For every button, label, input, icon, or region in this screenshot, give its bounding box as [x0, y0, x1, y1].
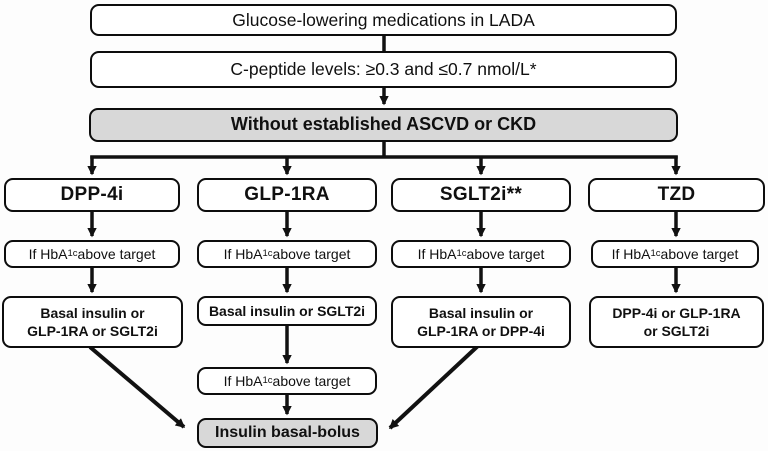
hba1c-text: above target: [660, 245, 739, 262]
hba1c-text: If HbA: [223, 245, 263, 262]
glp1ra-header-box: GLP-1RA: [197, 178, 377, 212]
title-box: Glucose-lowering medications in LADA: [90, 4, 677, 36]
tzd-header-box: TZD: [588, 178, 765, 212]
sglt2i-header-box: SGLT2i**: [391, 178, 571, 212]
hba1c-text: If HbA: [611, 245, 651, 262]
hba1c-text: above target: [272, 372, 351, 389]
hba1c-text: above target: [272, 245, 351, 262]
hba1c-text: If HbA: [28, 245, 68, 262]
insulin-basal-bolus-box: Insulin basal-bolus: [197, 418, 378, 448]
hba1c-text: If HbA: [417, 245, 457, 262]
hba1c-text: above target: [466, 245, 545, 262]
escalation-box-tzd: DPP-4i or GLP-1RA or SGLT2i: [589, 296, 764, 348]
cpeptide-box: C-peptide levels: ≥0.3 and ≤0.7 nmol/L*: [90, 51, 677, 88]
hba1c-text: above target: [77, 245, 156, 262]
escalation-box-glp1ra: Basal insulin or SGLT2i: [197, 296, 377, 326]
hba1c-text: If HbA: [223, 372, 263, 389]
dpp4i-header-box: DPP-4i: [4, 178, 180, 212]
ascvd-ckd-condition-box: Without established ASCVD or CKD: [89, 108, 678, 142]
escalation-box-dpp4i: Basal insulin or GLP-1RA or SGLT2i: [2, 296, 183, 348]
escalation-box-sglt2i: Basal insulin or GLP-1RA or DPP-4i: [391, 296, 571, 348]
